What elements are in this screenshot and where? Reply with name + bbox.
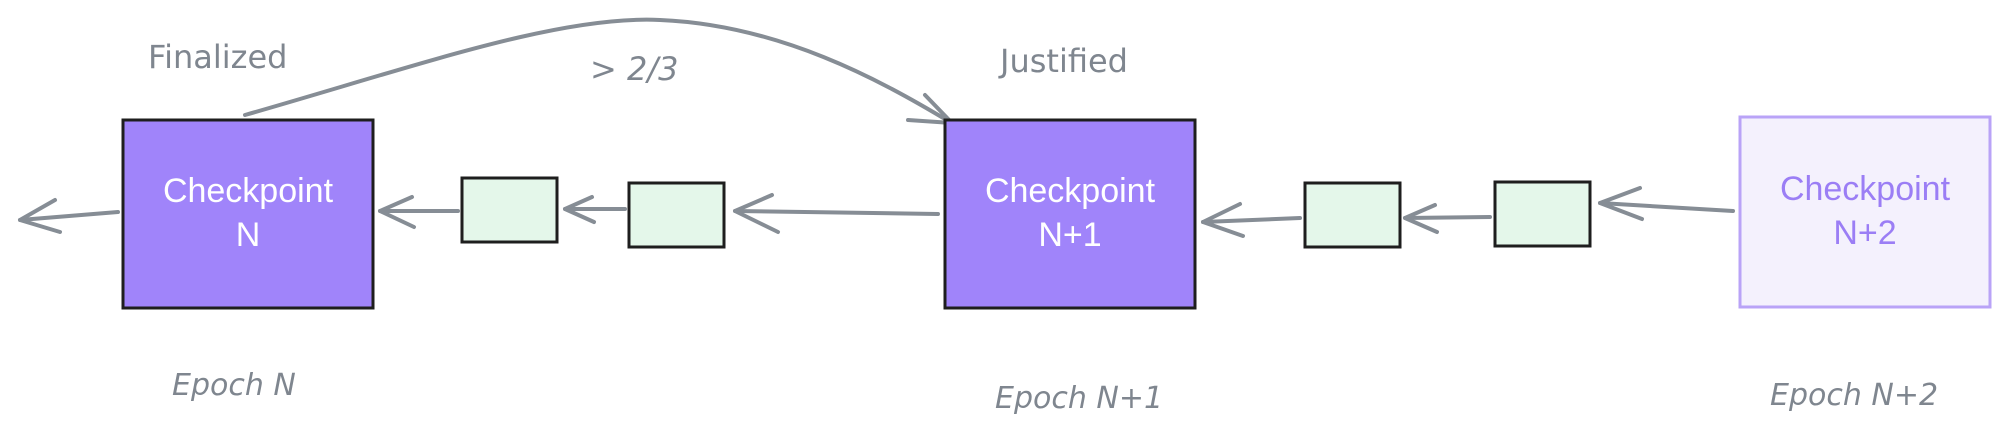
checkpoint-n-plus-2-line2: N+2 [1833, 214, 1896, 252]
block-a [460, 176, 559, 244]
epoch-n-plus-2-label: Epoch N+2 [1770, 378, 1938, 413]
checkpoint-n-plus-2-line1: Checkpoint [1780, 170, 1951, 208]
checkpoint-n: Checkpoint N [121, 118, 375, 310]
supermajority-label: > 2/3 [590, 50, 678, 88]
justified-label: Justified [998, 42, 1128, 80]
checkpoint-n-plus-1-line2: N+1 [1038, 216, 1101, 254]
checkpoint-n-line1: Checkpoint [163, 172, 334, 210]
arrow-to-previous-epoch [18, 198, 120, 234]
checkpoint-n-line2: N [236, 216, 261, 254]
arrow-block-c-to-checkpoint-n1 [1201, 202, 1302, 238]
block-b [627, 181, 726, 249]
block-c [1303, 181, 1402, 249]
arrow-block-a-to-checkpoint-n [378, 195, 460, 229]
epoch-n-label: Epoch N [172, 368, 296, 403]
arrow-block-b-to-block-a [563, 195, 627, 224]
checkpoint-n-plus-1: Checkpoint N+1 [943, 118, 1197, 310]
arrow-block-d-to-block-c [1403, 203, 1492, 234]
epoch-n-plus-1-label: Epoch N+1 [995, 381, 1163, 416]
checkpoint-n-plus-2: Checkpoint N+2 [1738, 115, 1992, 309]
block-d [1493, 180, 1592, 248]
finalized-label: Finalized [148, 38, 287, 76]
checkpoint-n-plus-1-line1: Checkpoint [985, 172, 1156, 210]
arrow-checkpoint-n1-to-block-b [733, 193, 940, 234]
arrow-checkpoint-n2-to-block-d [1598, 186, 1735, 221]
